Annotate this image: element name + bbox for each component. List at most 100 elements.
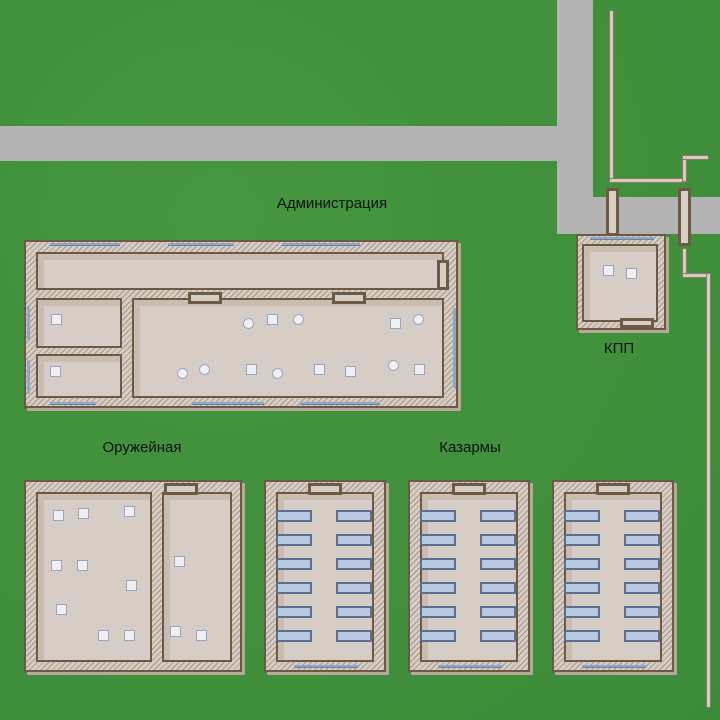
gate-post [678,188,691,246]
bed[interactable] [480,534,516,546]
barracks-building [552,480,674,672]
bed[interactable] [564,534,600,546]
bed[interactable] [276,510,312,522]
bed[interactable] [624,606,660,618]
window [50,402,96,405]
bed[interactable] [276,630,312,642]
furniture-icon[interactable] [345,366,356,377]
bed[interactable] [564,606,600,618]
bed[interactable] [276,534,312,546]
door[interactable] [188,292,222,304]
bed[interactable] [420,606,456,618]
furniture-icon[interactable] [390,318,401,329]
bed[interactable] [480,630,516,642]
bed[interactable] [276,558,312,570]
furniture-icon[interactable] [413,314,424,325]
furniture-icon[interactable] [78,508,89,519]
window [453,308,456,388]
furniture-icon[interactable] [77,560,88,571]
checkpoint-room [582,244,658,322]
furniture-icon[interactable] [177,368,188,379]
bed[interactable] [336,630,372,642]
bed[interactable] [480,510,516,522]
bed[interactable] [336,534,372,546]
furniture-icon[interactable] [174,556,185,567]
bed[interactable] [480,606,516,618]
furniture-icon[interactable] [126,580,137,591]
window [590,237,654,240]
bed[interactable] [420,630,456,642]
window [192,402,264,405]
window [50,243,120,246]
fence [609,10,614,182]
armory-label: Оружейная [102,439,182,456]
furniture-icon[interactable] [272,368,283,379]
checkpoint-label: КПП [603,340,635,357]
furniture-icon[interactable] [626,268,637,279]
furniture-icon[interactable] [267,314,278,325]
window [27,360,30,394]
window [27,306,30,340]
admin-label: Администрация [276,195,388,212]
bed[interactable] [420,558,456,570]
bed[interactable] [336,510,372,522]
bed[interactable] [480,582,516,594]
barracks-building [264,480,386,672]
window [282,243,360,246]
furniture-icon[interactable] [246,364,257,375]
bed[interactable] [564,582,600,594]
furniture-icon[interactable] [293,314,304,325]
bed[interactable] [624,534,660,546]
door[interactable] [332,292,366,304]
furniture-icon[interactable] [56,604,67,615]
admin-room [36,298,122,348]
fence [682,155,709,160]
bed[interactable] [336,606,372,618]
furniture-icon[interactable] [51,560,62,571]
bed[interactable] [564,558,600,570]
door[interactable] [596,483,630,495]
bed[interactable] [624,558,660,570]
bed[interactable] [420,534,456,546]
bed[interactable] [624,630,660,642]
furniture-icon[interactable] [414,364,425,375]
bed[interactable] [276,606,312,618]
bed[interactable] [624,582,660,594]
door[interactable] [437,260,449,290]
fence [609,178,686,183]
bed[interactable] [564,630,600,642]
bed[interactable] [420,510,456,522]
fence [682,248,687,276]
window [300,402,380,405]
bed[interactable] [624,510,660,522]
admin-corridor [36,252,444,290]
bed[interactable] [420,582,456,594]
furniture-icon[interactable] [196,630,207,641]
furniture-icon[interactable] [53,510,64,521]
furniture-icon[interactable] [51,314,62,325]
furniture-icon[interactable] [170,626,181,637]
bed[interactable] [480,558,516,570]
barracks-label: Казармы [439,439,501,456]
admin-hall [132,298,444,398]
door[interactable] [452,483,486,495]
furniture-icon[interactable] [199,364,210,375]
furniture-icon[interactable] [124,506,135,517]
furniture-icon[interactable] [243,318,254,329]
furniture-icon[interactable] [388,360,399,371]
door[interactable] [308,483,342,495]
bed[interactable] [336,582,372,594]
furniture-icon[interactable] [603,265,614,276]
barracks-building [408,480,530,672]
fence [682,273,709,278]
furniture-icon[interactable] [124,630,135,641]
window [168,243,234,246]
bed[interactable] [336,558,372,570]
door[interactable] [620,318,654,328]
door[interactable] [164,483,198,495]
bed[interactable] [276,582,312,594]
furniture-icon[interactable] [98,630,109,641]
furniture-icon[interactable] [314,364,325,375]
furniture-icon[interactable] [50,366,61,377]
bed[interactable] [564,510,600,522]
